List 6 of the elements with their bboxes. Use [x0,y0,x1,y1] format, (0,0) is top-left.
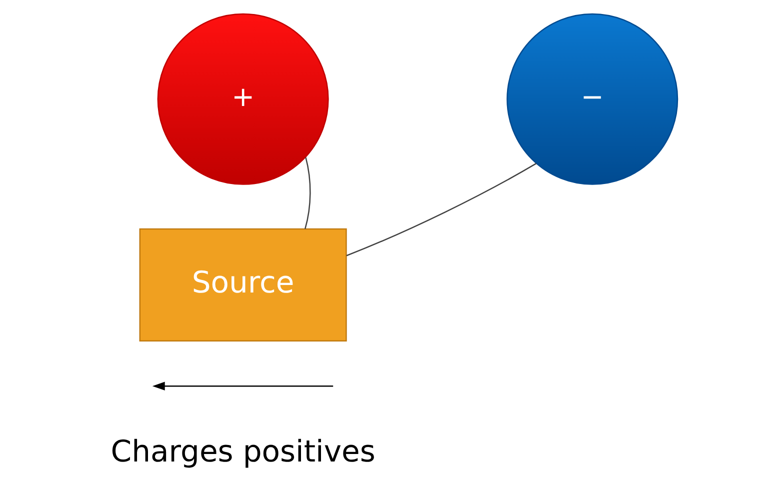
label: Charges positives [110,434,376,469]
connector [304,156,311,229]
node-circle: − [506,12,678,184]
node-box: Source [139,228,347,341]
node-circle: + [157,12,329,184]
connector [346,162,537,256]
